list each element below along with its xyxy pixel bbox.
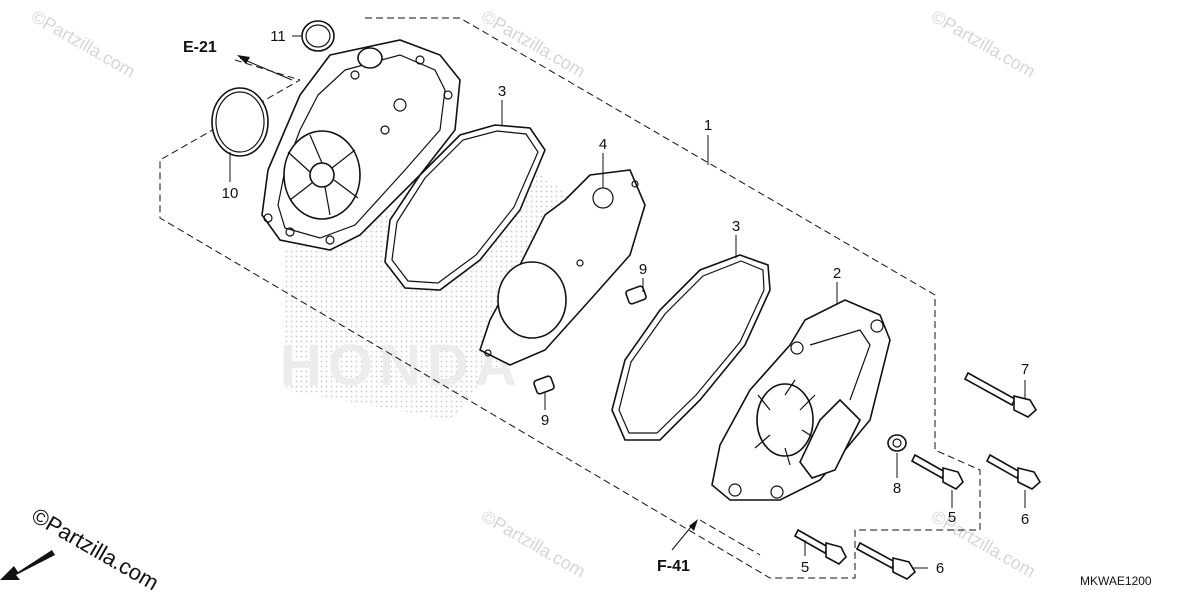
- dowel-pin-upper: [625, 285, 647, 305]
- bolt-6-lower: [855, 541, 917, 580]
- ref-label-e21: E-21: [183, 39, 217, 56]
- callout-4: 4: [599, 136, 607, 153]
- callouts: 1 2 3 3 4 5 5 6 6 7 8 9 9 10 11: [222, 28, 1030, 577]
- callout-5-lower: 5: [801, 559, 809, 576]
- callout-7: 7: [1021, 361, 1029, 378]
- plate-opening: [497, 261, 567, 339]
- callout-6-upper: 6: [1021, 511, 1029, 528]
- pump-cover: [711, 299, 891, 501]
- callout-3-upper: 3: [498, 83, 506, 100]
- callout-3-lower: 3: [732, 218, 740, 235]
- bolt-5-lower: [793, 528, 847, 565]
- gasket-upper: [384, 124, 546, 291]
- watermark-text: ©Partzilla.com: [28, 503, 164, 596]
- sealing-washer: [887, 434, 907, 452]
- cover-outlet-pipe: [799, 398, 861, 479]
- impeller: [287, 134, 359, 216]
- callout-11: 11: [270, 28, 286, 45]
- ref-label-f41: F-41: [657, 558, 690, 575]
- callout-9-lower: 9: [541, 412, 549, 429]
- water-pump-body: [261, 39, 461, 251]
- callout-10: 10: [222, 185, 239, 202]
- callout-1: 1: [704, 117, 712, 134]
- callout-2: 2: [833, 265, 841, 282]
- callout-9-upper: 9: [639, 261, 647, 278]
- watermark-text: ©Partzilla.com: [478, 6, 589, 81]
- callout-5-upper: 5: [948, 509, 956, 526]
- callout-8: 8: [893, 480, 901, 497]
- pump-outlet-boss: [357, 47, 383, 69]
- gasket-lower: [611, 254, 771, 441]
- o-ring-large-inner: [215, 91, 265, 153]
- watermark-text: ©Partzilla.com: [28, 6, 139, 81]
- watermark-text: ©Partzilla.com: [928, 6, 1039, 81]
- leader-lines: [229, 35, 1026, 569]
- diagram-code: MKWAE1200: [1080, 574, 1152, 588]
- bolt-7: [963, 371, 1038, 418]
- o-ring-large: [211, 87, 269, 157]
- direction-arrow-icon: [0, 550, 55, 580]
- o-ring-small-inner: [305, 24, 331, 48]
- bolt-5-upper: [910, 453, 964, 490]
- dowel-pin-lower: [533, 375, 555, 395]
- watermark-text: ©Partzilla.com: [478, 506, 589, 581]
- brand-watermark: HONDA: [280, 333, 523, 398]
- callout-6-lower: 6: [936, 560, 944, 577]
- bolt-6-upper: [985, 453, 1042, 490]
